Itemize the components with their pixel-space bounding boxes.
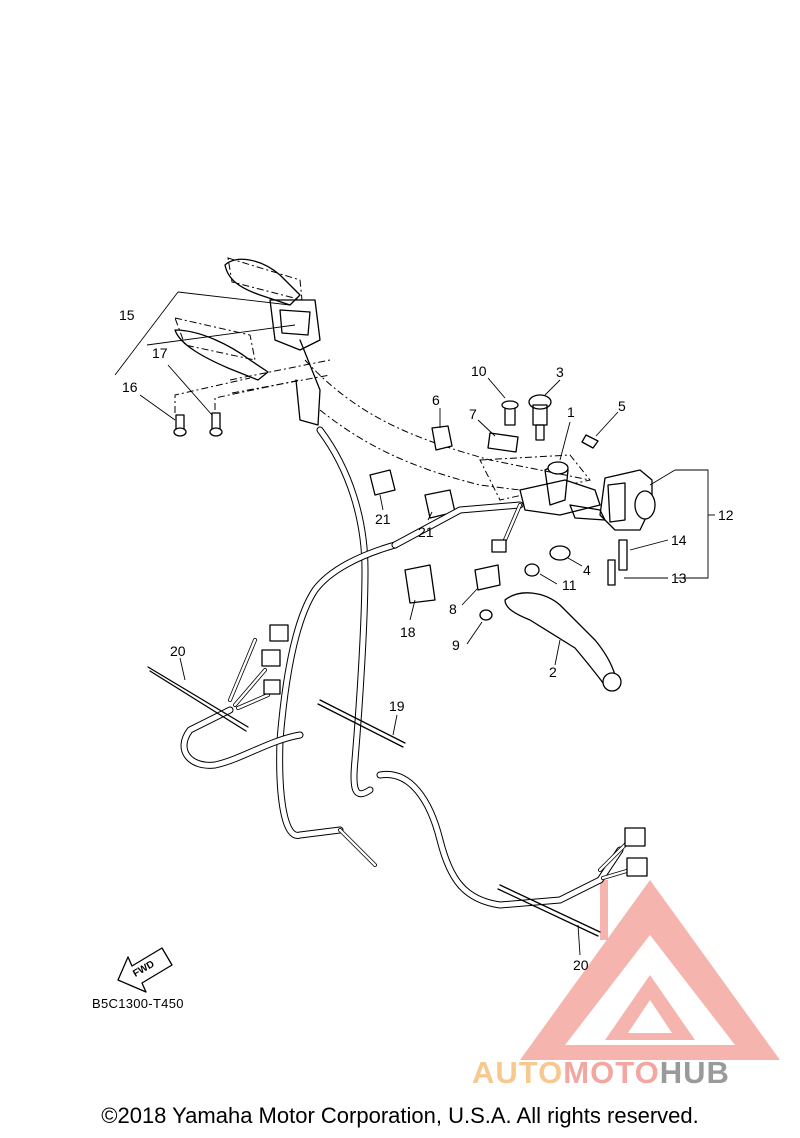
left-switch-assembly bbox=[174, 258, 321, 426]
leader-lines bbox=[114, 291, 715, 956]
watermark-brand: AUTOMOTOHUB bbox=[472, 1055, 730, 1091]
callout-12: 12 bbox=[718, 507, 734, 523]
callout-15: 15 bbox=[119, 307, 135, 323]
lever bbox=[504, 592, 622, 692]
watermark-logo bbox=[520, 880, 780, 1060]
callout-8: 8 bbox=[449, 601, 457, 617]
fwd-arrow: FWD bbox=[117, 947, 173, 993]
callout-4: 4 bbox=[583, 562, 591, 578]
callout-14: 14 bbox=[671, 532, 687, 548]
callout-1: 1 bbox=[567, 404, 575, 420]
callout-5: 5 bbox=[618, 398, 626, 414]
callout-17: 17 bbox=[152, 345, 168, 361]
watermark-moto: MOTO bbox=[563, 1055, 660, 1090]
diagram-code: B5C1300-T450 bbox=[92, 996, 184, 1011]
hardware bbox=[173, 394, 628, 621]
right-switch-housing bbox=[599, 469, 656, 531]
callout-11: 11 bbox=[562, 577, 577, 593]
callout-21-right: 21 bbox=[418, 524, 434, 540]
callout-10: 10 bbox=[471, 363, 487, 379]
callout-20-right: 20 bbox=[573, 957, 589, 973]
callout-18: 18 bbox=[400, 624, 416, 640]
wiring-harness bbox=[147, 426, 648, 937]
callout-7: 7 bbox=[469, 406, 477, 422]
callout-9: 9 bbox=[452, 637, 460, 653]
handlebar-outline bbox=[174, 257, 591, 501]
copyright-notice: ©2018 Yamaha Motor Corporation, U.S.A. A… bbox=[101, 1103, 699, 1128]
callouts: 1 2 3 4 5 6 7 8 9 10 11 12 13 14 15 16 1… bbox=[119, 307, 734, 973]
lever-holder bbox=[519, 461, 606, 521]
callout-20-left: 20 bbox=[170, 643, 186, 659]
callout-6: 6 bbox=[432, 392, 440, 408]
callout-19: 19 bbox=[389, 698, 405, 714]
callout-3: 3 bbox=[556, 364, 564, 380]
callout-16: 16 bbox=[122, 379, 138, 395]
callout-2: 2 bbox=[549, 664, 557, 680]
watermark-hub: HUB bbox=[659, 1055, 730, 1090]
callout-21-left: 21 bbox=[375, 511, 391, 527]
watermark-auto: AUTO bbox=[472, 1055, 564, 1090]
callout-13: 13 bbox=[671, 570, 687, 586]
